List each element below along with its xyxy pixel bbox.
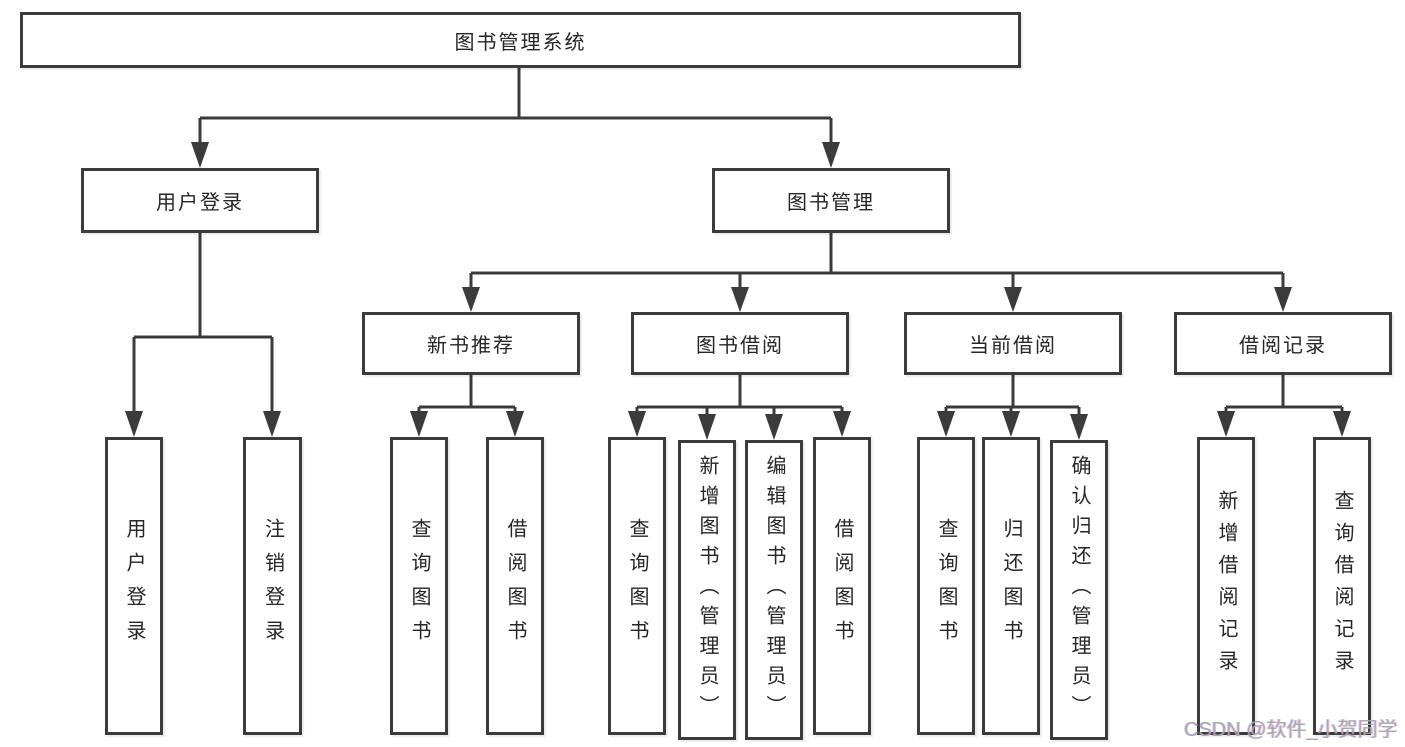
- leaf-logout-label: 注销登录: [261, 518, 284, 654]
- leaf-confirm-return-admin-label: 确认归还（管理员）: [1068, 455, 1090, 725]
- leaf-edit-books-admin: 编辑图书（管理员）: [745, 440, 803, 740]
- leaf-query-books-current-label: 查询图书: [935, 518, 957, 654]
- leaf-user-login-label: 用户登录: [123, 518, 145, 654]
- leaf-return-books: 归还图书: [982, 437, 1040, 735]
- csdn-watermark: CSDN @软件_小贺同学: [1184, 719, 1398, 741]
- leaf-borrow-books-borrowing-label: 借阅图书: [831, 518, 853, 654]
- node-borrowing-records: 借阅记录: [1174, 312, 1392, 375]
- node-book-management: 图书管理: [712, 168, 950, 233]
- node-user-login-label: 用户登录: [156, 192, 244, 214]
- leaf-add-books-admin-label: 新增图书（管理员）: [696, 455, 718, 725]
- leaf-add-books-admin: 新增图书（管理员）: [678, 440, 736, 740]
- leaf-query-books-current: 查询图书: [917, 437, 975, 735]
- leaf-add-borrow-record-label: 新增借阅记录: [1215, 490, 1237, 682]
- node-borrowing-records-label: 借阅记录: [1239, 335, 1327, 357]
- node-user-login: 用户登录: [81, 168, 319, 233]
- leaf-query-books-recommend: 查询图书: [390, 437, 448, 735]
- node-new-book-recommend-label: 新书推荐: [427, 335, 515, 357]
- node-root-label: 图书管理系统: [454, 31, 587, 54]
- leaf-add-borrow-record: 新增借阅记录: [1197, 437, 1255, 735]
- leaf-confirm-return-admin: 确认归还（管理员）: [1050, 440, 1108, 740]
- node-current-borrowing-label: 当前借阅: [969, 335, 1057, 357]
- leaf-query-borrow-record-label: 查询借阅记录: [1331, 490, 1353, 682]
- node-root: 图书管理系统: [20, 12, 1021, 68]
- leaf-user-login: 用户登录: [105, 437, 163, 735]
- node-book-borrowing-label: 图书借阅: [696, 335, 784, 357]
- leaf-query-books-borrowing: 查询图书: [608, 437, 666, 735]
- node-book-borrowing: 图书借阅: [631, 312, 849, 375]
- leaf-borrow-books-recommend: 借阅图书: [486, 437, 544, 735]
- leaf-logout: 注销登录: [243, 437, 302, 735]
- leaf-return-books-label: 归还图书: [1000, 518, 1022, 654]
- leaf-query-borrow-record: 查询借阅记录: [1313, 437, 1371, 735]
- leaf-borrow-books-recommend-label: 借阅图书: [504, 518, 526, 654]
- node-current-borrowing: 当前借阅: [904, 312, 1122, 375]
- leaf-edit-books-admin-label: 编辑图书（管理员）: [763, 455, 785, 725]
- node-new-book-recommend: 新书推荐: [362, 312, 580, 375]
- leaf-borrow-books-borrowing: 借阅图书: [813, 437, 871, 735]
- leaf-query-books-borrowing-label: 查询图书: [626, 518, 648, 654]
- leaf-query-books-recommend-label: 查询图书: [408, 518, 430, 654]
- node-book-management-label: 图书管理: [787, 192, 875, 214]
